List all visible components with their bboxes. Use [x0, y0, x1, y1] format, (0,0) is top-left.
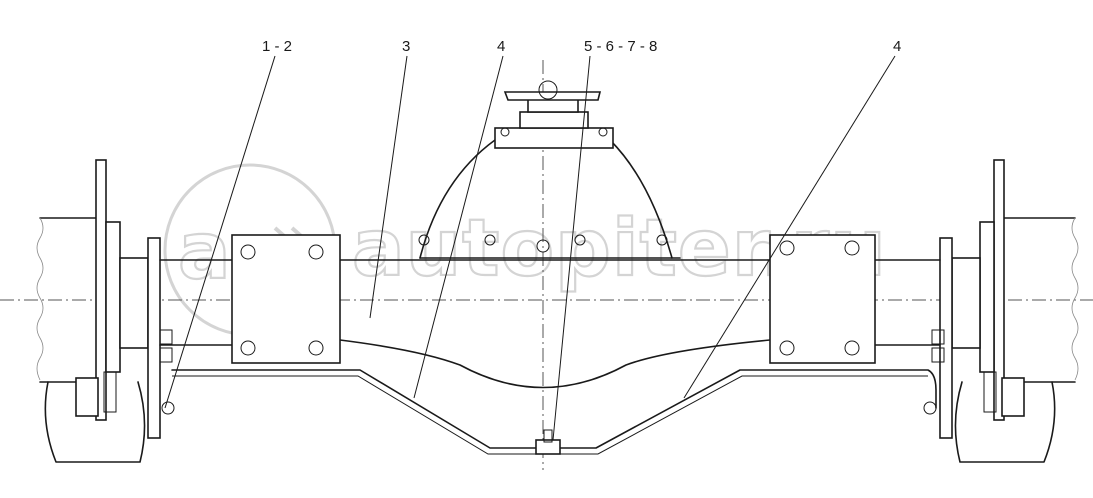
left-wheel-hub	[36, 159, 175, 463]
callout-1-2: 1 - 2	[262, 38, 292, 55]
callout-5-6-7-8: 5 - 6 - 7 - 8	[584, 38, 657, 55]
callout-3: 3	[402, 38, 410, 55]
axle-beam	[159, 234, 941, 389]
left-spring-pad	[231, 234, 341, 364]
differential-housing	[418, 80, 681, 259]
pipe-tee-fitting	[535, 439, 561, 455]
callout-4-left: 4	[497, 38, 505, 55]
brake-pipe	[171, 369, 937, 455]
leader-lines	[164, 55, 896, 441]
callout-4-right: 4	[893, 38, 901, 55]
right-spring-pad	[769, 234, 876, 364]
right-wheel-hub	[923, 159, 1079, 463]
